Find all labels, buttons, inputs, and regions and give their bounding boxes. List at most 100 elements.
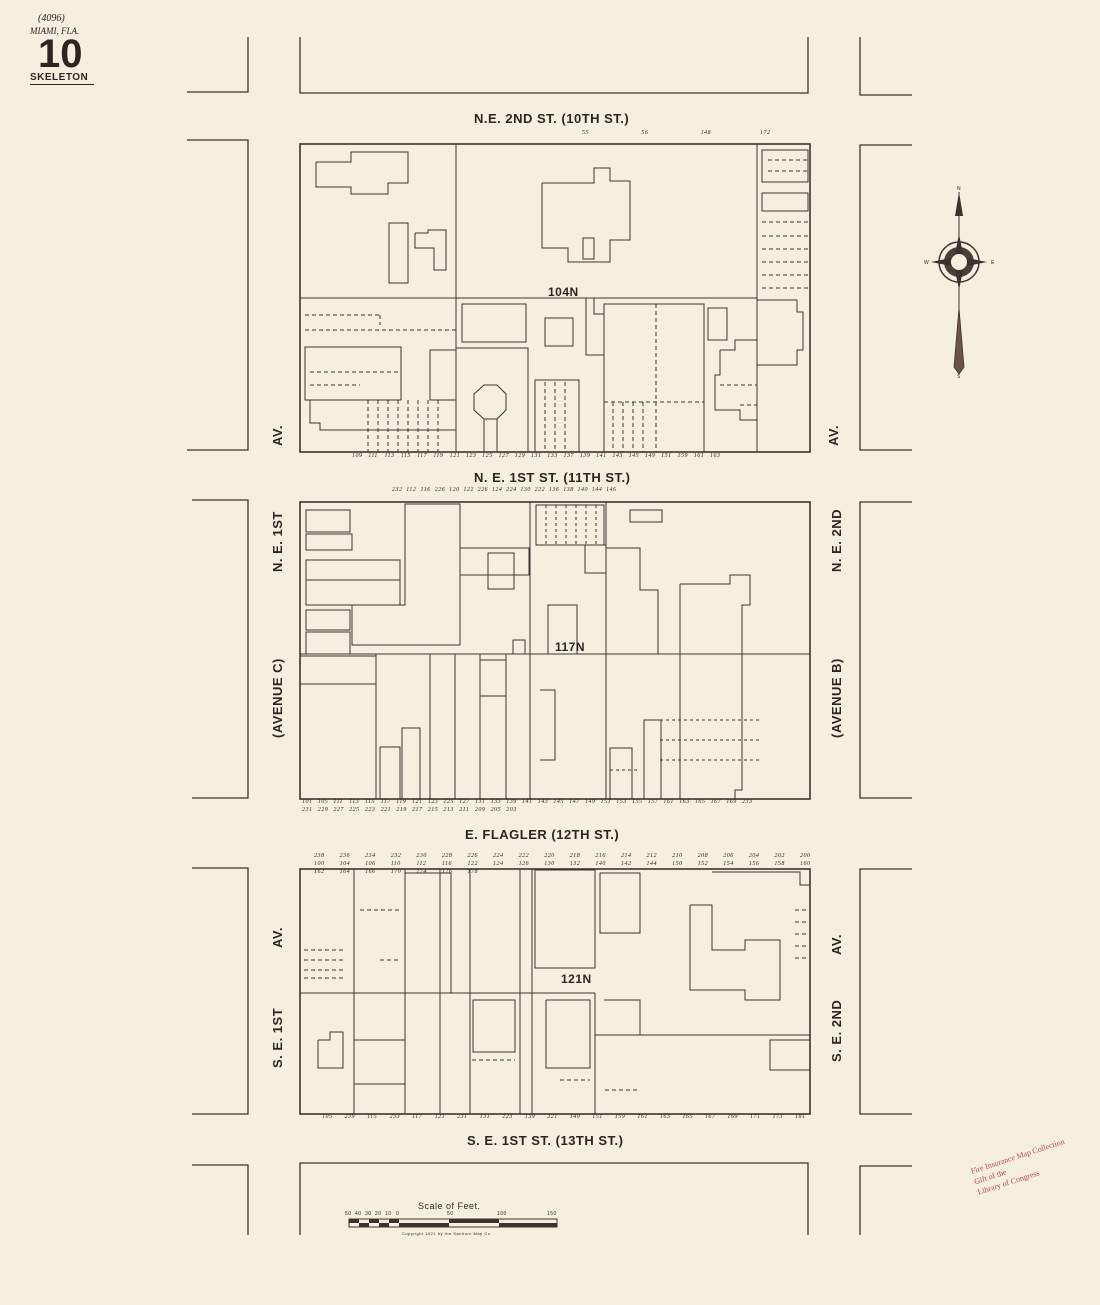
house-number: 131 [479,1114,491,1120]
house-number: 173 [772,1114,783,1120]
house-number: 136 [548,487,560,493]
house-number: 163 [710,453,721,459]
house-number: 100 [314,861,325,867]
house-number: 133 [547,453,558,459]
house-number: 224 [493,853,504,859]
house-number: 230 [416,853,427,859]
house-number: 145 [553,799,564,805]
block-104n [299,143,811,453]
house-number: 151 [600,799,612,805]
house-number: 110 [390,861,401,867]
scale-tick: 20 [375,1211,382,1217]
scale-tick: 40 [355,1211,362,1217]
house-number: 174 [416,869,427,875]
house-number: 113 [349,799,360,805]
house-number: 158 [774,861,785,867]
house-number: 120 [449,487,460,493]
house-number: 209 [474,807,486,813]
house-number: 160 [800,861,811,867]
house-number: 165 [682,1114,693,1120]
house-number: 121 [449,453,461,459]
house-number: 122 [463,487,474,493]
house-number: 139 [524,1114,536,1120]
house-number: 141 [596,453,607,459]
house-number: 212 [646,853,658,859]
house-number: 228 [441,853,453,859]
house-number: 163 [679,799,690,805]
house-number: 210 [672,853,683,859]
house-number: 239 [344,1114,356,1120]
house-number: 137 [563,453,575,459]
avenue-label-ne-2nd: N. E. 2ND [829,508,844,572]
house-number: 161 [693,453,705,459]
house-number: 149 [644,453,656,459]
house-number: 215 [427,807,439,813]
compass-n: N [957,186,962,192]
house-number: 132 [569,861,581,867]
street-label-ne-1st-st: N. E. 1ST ST. (11TH ST.) [474,470,631,485]
house-number: 156 [748,861,760,867]
house-number: 101 [302,799,313,805]
house-number: 105 [317,799,329,805]
house-number: 111 [368,453,378,459]
house-number: 238 [314,853,325,859]
house-number: 223 [364,807,376,813]
block-number-117n: 117N [555,640,586,654]
house-number: 219 [396,807,407,813]
house-number: 144 [646,861,658,867]
sheet-subtitle: SKELETON [30,72,94,85]
house-number: 216 [595,853,606,859]
house-number: 130 [544,861,555,867]
house-number: 203 [506,807,517,813]
house-number: 154 [723,861,734,867]
sheet-number: 10 [38,32,83,76]
house-number: 116 [420,487,431,493]
house-number: 145 [628,453,640,459]
house-number: 204 [748,853,760,859]
house-number: 233 [742,799,753,805]
house-number: 155 [632,799,643,805]
house-number: 225 [349,807,360,813]
house-number: 234 [365,853,376,859]
scale-tick: 50 [447,1211,454,1217]
house-number: 221 [380,807,392,813]
house-number: 123 [427,799,439,805]
compass-e: E [991,260,995,266]
house-number: 208 [697,853,709,859]
house-number: 222 [518,853,530,859]
house-number: 151 [661,453,672,459]
scale-tick: 150 [547,1211,557,1217]
house-number: 222 [534,487,546,493]
house-number: 138 [563,487,574,493]
house-number: 181 [795,1114,806,1120]
house-number: 111 [333,799,344,805]
house-number: 176 [441,869,453,875]
house-number: 105 [322,1114,333,1120]
avenue-label-avenue-b: (AVENUE B) [829,658,844,738]
house-number: 229 [317,807,329,813]
house-number: 202 [774,853,785,859]
house-number: 232 [390,853,402,859]
house-number: 143 [612,453,623,459]
house-number: 205 [490,807,502,813]
house-number: 112 [406,487,417,493]
house-number: 129 [514,453,526,459]
house-number: 165 [694,799,706,805]
house-number: 211 [459,807,470,813]
house-number: 119 [433,453,444,459]
house-number: 131 [474,799,486,805]
house-number: 172 [760,130,771,136]
house-number: 169 [726,799,737,805]
house-number: 227 [333,807,344,813]
house-number: 231 [302,807,313,813]
house-number: 162 [314,869,325,875]
house-number: 144 [591,487,603,493]
house-number: 221 [547,1114,558,1120]
house-number: 236 [339,853,351,859]
house-number: 121 [412,799,423,805]
house-number: 171 [749,1114,761,1120]
house-number: 109 [352,453,363,459]
house-number: 200 [800,853,811,859]
house-number: 226 [434,487,446,493]
house-number: 126 [518,861,530,867]
